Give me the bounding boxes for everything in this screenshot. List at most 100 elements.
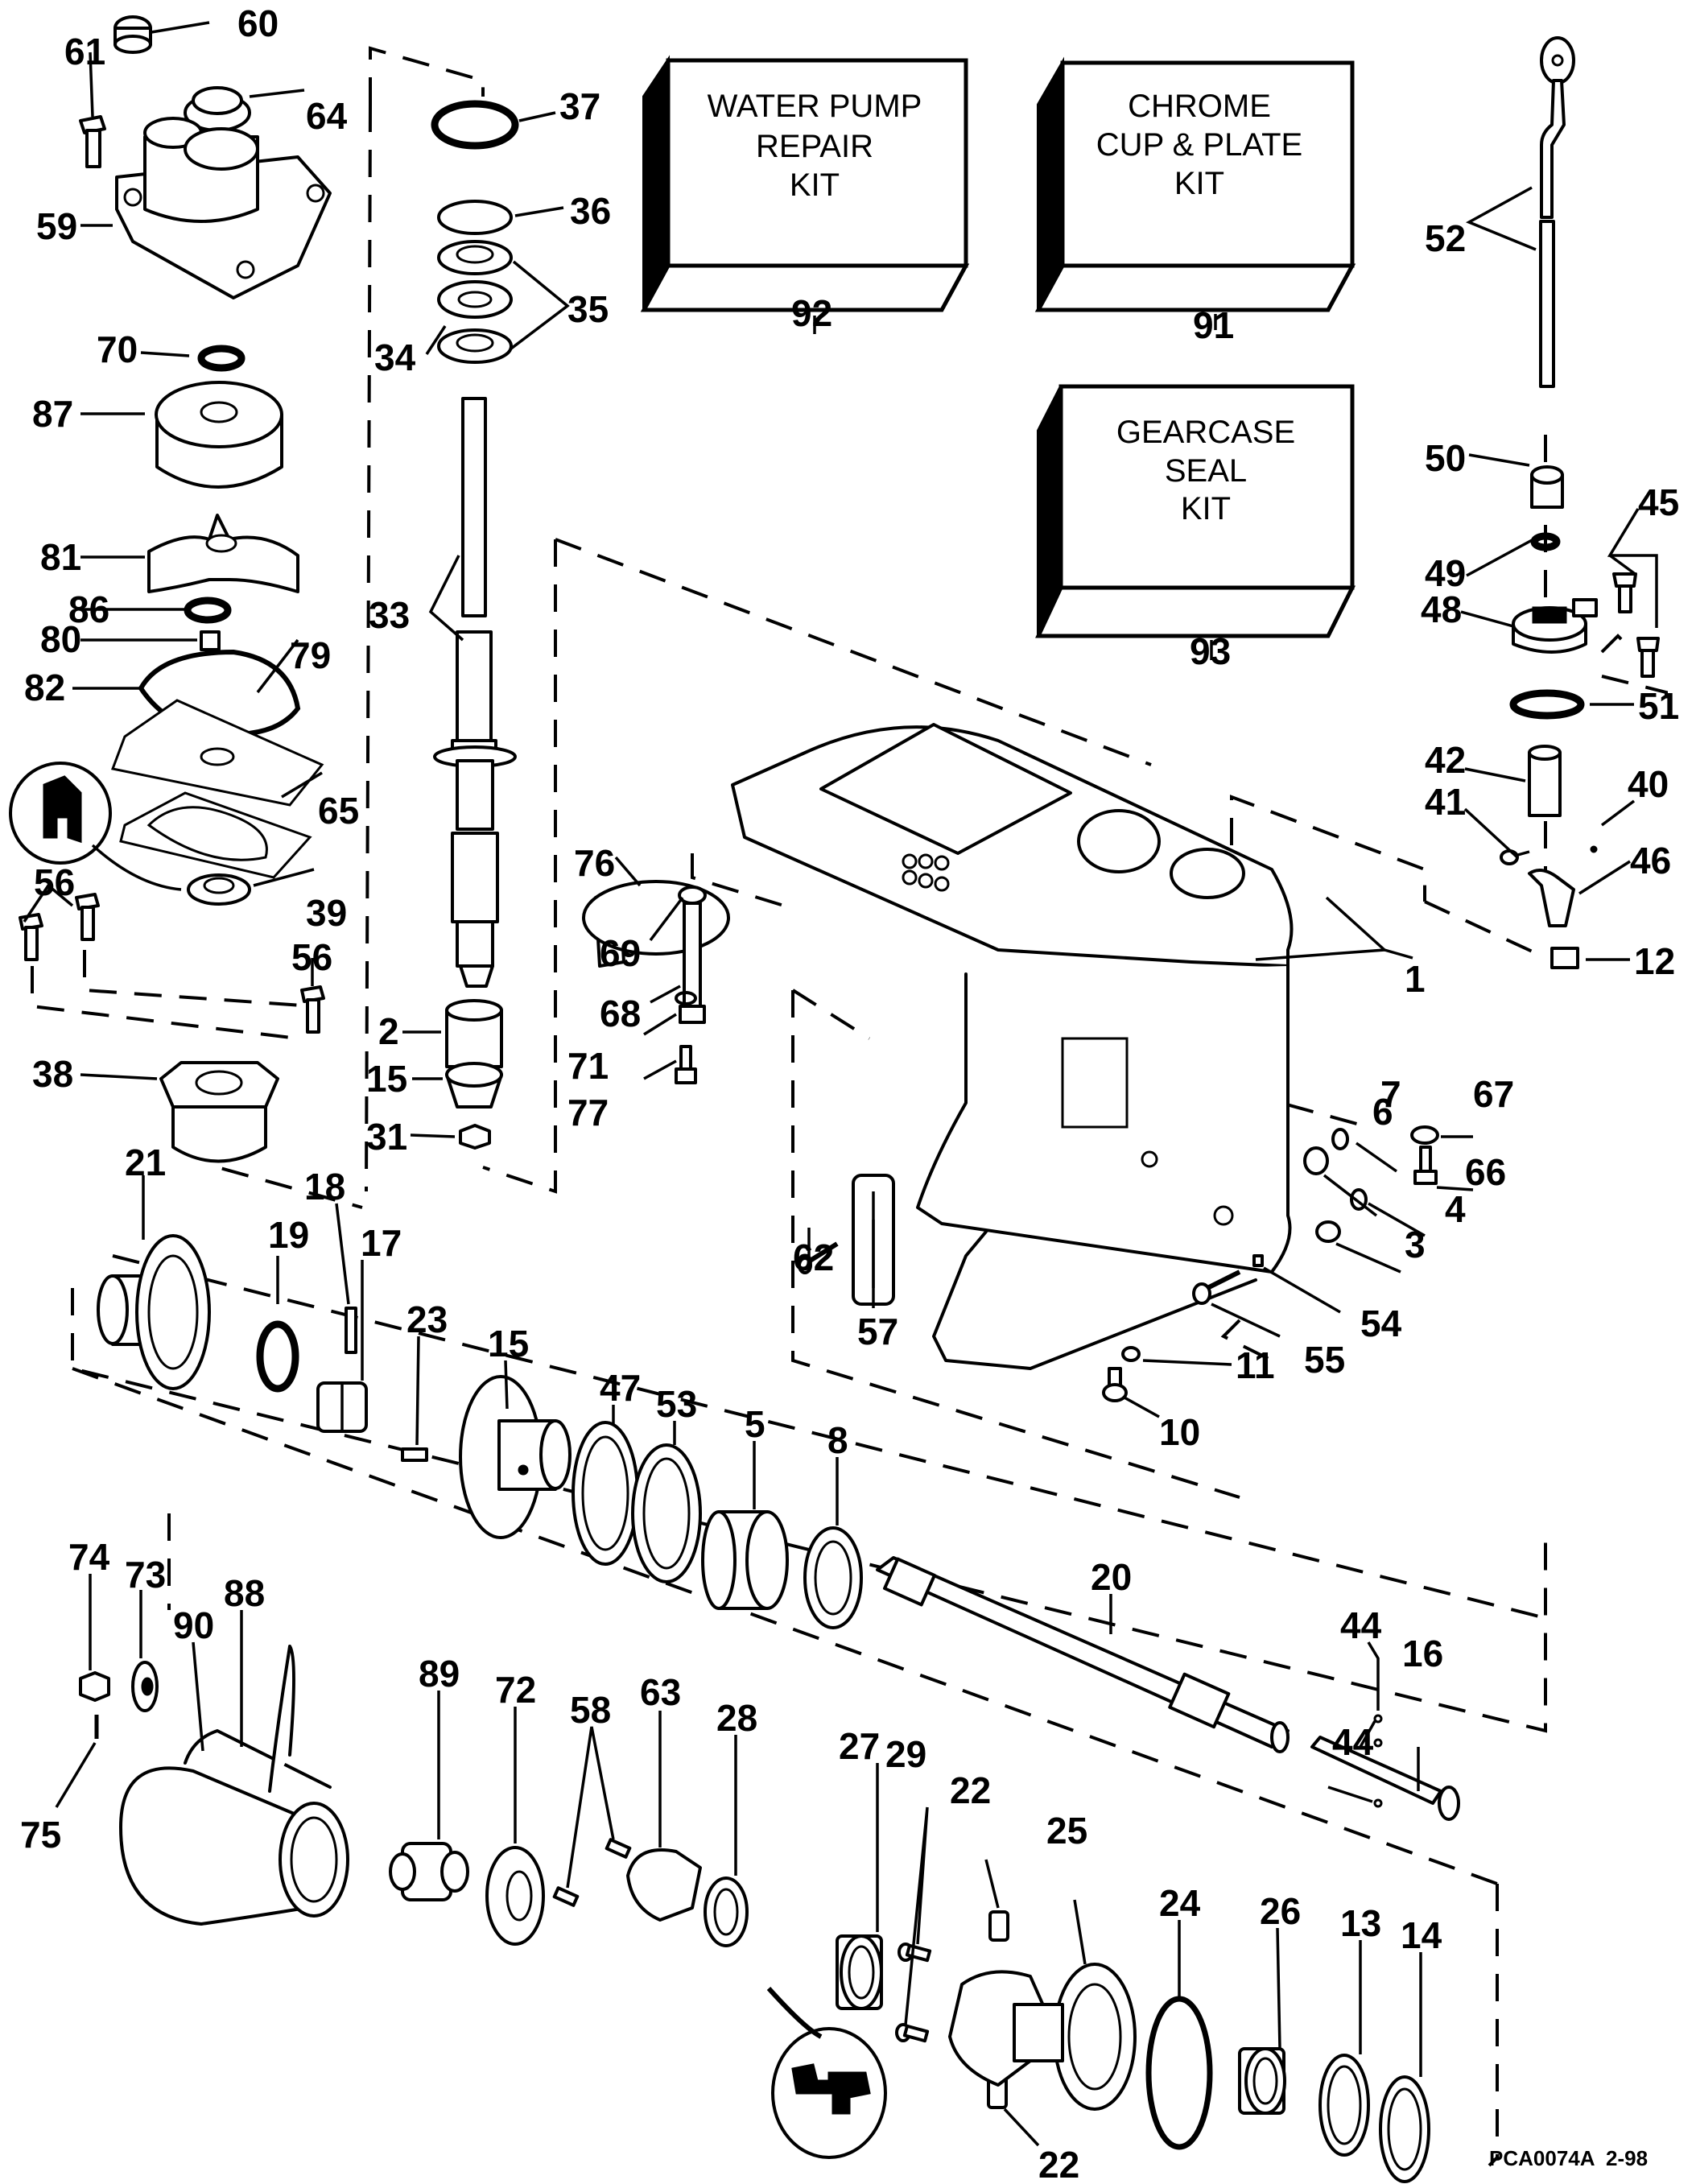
callout-24[interactable]: 24 xyxy=(1159,1882,1201,1924)
part-4-seal[interactable] xyxy=(1350,1188,1368,1211)
callout-76[interactable]: 76 xyxy=(574,842,615,884)
callout-66[interactable]: 66 xyxy=(1465,1151,1506,1193)
callout-56-left[interactable]: 56 xyxy=(34,861,75,903)
callout-28[interactable]: 28 xyxy=(716,1697,757,1739)
callout-34[interactable]: 34 xyxy=(374,336,416,378)
part-38-pump-base[interactable] xyxy=(159,1061,279,1163)
callout-26[interactable]: 26 xyxy=(1260,1890,1301,1932)
part-60-plug[interactable] xyxy=(113,15,152,54)
part-3-plug[interactable] xyxy=(1315,1220,1341,1243)
callout-27[interactable]: 27 xyxy=(839,1725,880,1767)
part-53-thrust-washer[interactable] xyxy=(631,1443,702,1583)
callout-25[interactable]: 25 xyxy=(1046,1810,1087,1852)
part-15-reverse-gear[interactable] xyxy=(459,1375,572,1539)
callout-46[interactable]: 46 xyxy=(1630,840,1671,881)
callout-8[interactable]: 8 xyxy=(827,1419,848,1461)
part-65-gasket[interactable] xyxy=(119,791,312,879)
part-28-seal[interactable] xyxy=(704,1876,749,1947)
part-72-thrust-washer[interactable] xyxy=(485,1846,545,1946)
callout-13[interactable]: 13 xyxy=(1340,1902,1381,1944)
part-35-thrust-washer-lower[interactable] xyxy=(437,328,513,364)
part-11-washer[interactable] xyxy=(1121,1346,1141,1362)
callout-55[interactable]: 55 xyxy=(1304,1339,1345,1381)
part-17-clutch-dog[interactable] xyxy=(316,1381,368,1433)
part-73-washer[interactable] xyxy=(131,1661,159,1712)
part-54-washer[interactable] xyxy=(1252,1254,1264,1267)
part-44-ball-c[interactable] xyxy=(1373,1798,1383,1808)
part-79-plate[interactable] xyxy=(110,699,324,807)
part-13-washer[interactable] xyxy=(1318,2054,1370,2157)
callout-77[interactable]: 77 xyxy=(567,1092,609,1133)
callout-62[interactable]: 62 xyxy=(793,1236,834,1278)
part-10-screw[interactable] xyxy=(1102,1367,1128,1402)
part-44-ball-a[interactable] xyxy=(1373,1714,1383,1724)
part-45-bolt-a[interactable] xyxy=(1612,572,1637,613)
callout-37[interactable]: 37 xyxy=(559,85,600,127)
part-81-impeller[interactable] xyxy=(147,514,299,593)
part-56-bolt-a[interactable] xyxy=(19,913,43,961)
callout-18[interactable]: 18 xyxy=(304,1166,345,1208)
part-74-nut[interactable] xyxy=(79,1671,110,1702)
part-86-o-ring[interactable] xyxy=(184,597,232,624)
part-37-o-ring[interactable] xyxy=(431,100,519,150)
part-21-forward-gear[interactable] xyxy=(97,1234,211,1390)
callout-42[interactable]: 42 xyxy=(1425,739,1466,781)
callout-44-lower[interactable]: 44 xyxy=(1332,1721,1374,1763)
callout-15-upper[interactable]: 15 xyxy=(366,1058,407,1100)
part-70-o-ring[interactable] xyxy=(197,345,246,372)
part-61-bolt[interactable] xyxy=(79,115,106,168)
part-34-thrust-bearing[interactable] xyxy=(437,280,513,319)
part-1-gearcase-housing[interactable] xyxy=(731,723,1294,1370)
part-58-screw-b[interactable] xyxy=(605,1838,632,1859)
part-35-thrust-washer[interactable] xyxy=(437,240,513,275)
callout-10[interactable]: 10 xyxy=(1159,1411,1200,1453)
callout-68[interactable]: 68 xyxy=(600,993,641,1034)
callout-41[interactable]: 41 xyxy=(1425,781,1466,823)
part-64-cap[interactable] xyxy=(184,86,251,132)
callout-14[interactable]: 14 xyxy=(1401,1914,1442,1956)
callout-47[interactable]: 47 xyxy=(600,1367,641,1409)
part-19-retaining-ring[interactable] xyxy=(256,1320,299,1393)
callout-57[interactable]: 57 xyxy=(857,1311,898,1352)
callout-53[interactable]: 53 xyxy=(656,1383,697,1425)
part-18-pin[interactable] xyxy=(345,1307,357,1354)
callout-59[interactable]: 59 xyxy=(36,205,77,247)
callout-17[interactable]: 17 xyxy=(361,1222,402,1264)
kit-chrome-cup-plate[interactable]: CHROME CUP & PLATE KIT xyxy=(1034,56,1356,312)
callout-56-right[interactable]: 56 xyxy=(291,936,332,978)
part-88-propeller[interactable] xyxy=(119,1645,349,1926)
callout-87[interactable]: 87 xyxy=(32,393,73,435)
part-2-bearing[interactable] xyxy=(445,999,503,1068)
part-16-shift-plunger[interactable] xyxy=(1310,1736,1460,1821)
callout-39[interactable]: 39 xyxy=(306,892,347,934)
callout-89[interactable]: 89 xyxy=(419,1653,460,1695)
callout-61[interactable]: 61 xyxy=(64,31,105,72)
callout-69[interactable]: 69 xyxy=(600,932,641,974)
callout-1[interactable]: 1 xyxy=(1405,958,1426,1000)
callout-45[interactable]: 45 xyxy=(1638,481,1679,523)
part-71-washer[interactable] xyxy=(675,991,697,1005)
callout-51[interactable]: 51 xyxy=(1638,685,1679,727)
part-27-bearing[interactable] xyxy=(836,1934,883,2010)
callout-64[interactable]: 64 xyxy=(306,95,348,137)
callout-38[interactable]: 38 xyxy=(32,1053,73,1095)
callout-20[interactable]: 20 xyxy=(1091,1556,1132,1598)
part-23-spring[interactable] xyxy=(401,1447,428,1462)
part-48-cover[interactable] xyxy=(1512,598,1598,654)
part-36-shim[interactable] xyxy=(437,200,513,235)
callout-65[interactable]: 65 xyxy=(318,790,359,832)
callout-54[interactable]: 54 xyxy=(1360,1303,1402,1344)
part-26-bearing[interactable] xyxy=(1238,2047,1286,2115)
callout-5[interactable]: 5 xyxy=(745,1403,765,1445)
part-33-driveshaft[interactable] xyxy=(433,397,517,988)
part-40-ball[interactable] xyxy=(1590,845,1598,853)
part-20-propeller-shaft[interactable] xyxy=(876,1556,1290,1753)
part-14-thrust-bearing[interactable] xyxy=(1379,2075,1430,2183)
part-63-retainer[interactable] xyxy=(626,1848,702,1922)
part-68-bolt[interactable] xyxy=(679,902,706,1024)
part-25-bearing-housing[interactable] xyxy=(948,1963,1137,2111)
callout-92[interactable]: 92 xyxy=(791,292,832,334)
callout-91[interactable]: 91 xyxy=(1193,304,1234,346)
callout-19[interactable]: 19 xyxy=(268,1214,309,1256)
callout-73[interactable]: 73 xyxy=(125,1554,166,1596)
